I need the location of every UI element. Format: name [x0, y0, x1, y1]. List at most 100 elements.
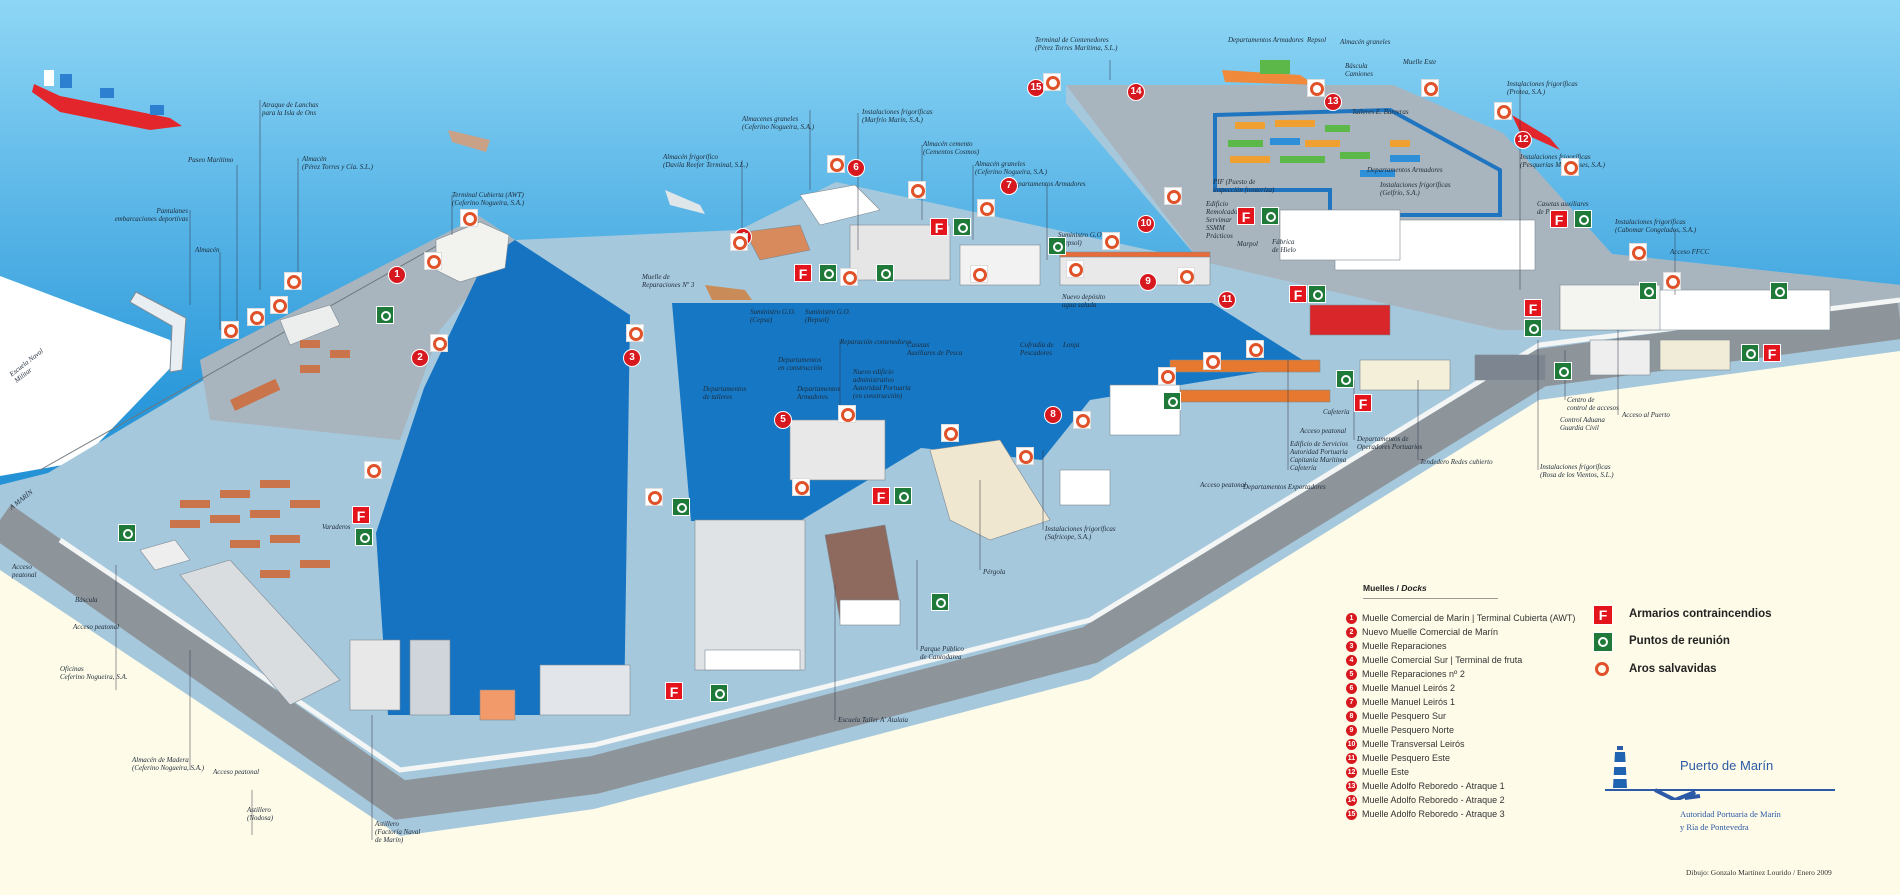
- dock-name: Muelle Este: [1362, 767, 1410, 777]
- map-label: Pérgola: [983, 568, 1006, 576]
- map-label: Suministro G.O. (Cepsa): [750, 308, 796, 324]
- assembly-point-icon: [1261, 207, 1279, 225]
- lifebuoy-icon: [1663, 272, 1681, 290]
- land-area: [0, 335, 1900, 895]
- assembly-point-icon: [672, 498, 690, 516]
- map-label: Varaderos: [322, 523, 351, 531]
- dock-number-badge: 4: [1346, 655, 1357, 667]
- assembly-point-icon: [1639, 282, 1657, 300]
- dock-number-marker: 11: [1218, 291, 1236, 309]
- lifebuoy-icon: [941, 424, 959, 442]
- left-quay: [200, 216, 515, 440]
- assembly-point-icon: [876, 264, 894, 282]
- map-label: Almacén frigorífico (Davila Reefer Termi…: [663, 153, 748, 169]
- dock-number-badge: 6: [1346, 683, 1357, 695]
- map-label: Edificio de Servicios Autoridad Portuari…: [1290, 440, 1348, 472]
- lifebuoy-icon: [1246, 340, 1264, 358]
- map-label: Almacén de Madera (Ceferino Nogueira, S.…: [132, 756, 205, 772]
- logo-name: Puerto de Marín: [1680, 758, 1774, 773]
- lifebuoy-icon: [221, 321, 239, 339]
- fire-cabinet-icon: F: [1354, 394, 1372, 412]
- assembly-point-icon: [1593, 632, 1613, 652]
- map-label: Lonja: [1063, 341, 1080, 349]
- map-label: Terminal Cubierta (AWT) (Ceferino Noguei…: [452, 191, 525, 207]
- dock-name: Muelle Adolfo Reboredo - Atraque 1: [1362, 781, 1505, 791]
- map-label: Muelle Este: [1403, 58, 1437, 66]
- lifebuoy-icon: [1043, 73, 1061, 91]
- map-label: Almacenes graneles (Ceferino Nogueira, S…: [742, 115, 815, 131]
- dock-number-badge: 2: [1346, 627, 1357, 639]
- fire-cabinet-icon: F: [665, 682, 683, 700]
- container-ship: [1222, 60, 1315, 85]
- map-label: Departamentos Armadores: [1010, 180, 1086, 188]
- legend-lifebuoy-label: Aros salvavidas: [1629, 663, 1717, 675]
- map-label: Instalaciones frigoríficas (Protea, S.A.…: [1507, 80, 1578, 96]
- map-label: Astillero (Nodosa): [247, 806, 274, 822]
- map-label: Almacén graneles (Ceferino Nogueira, S.A…: [975, 160, 1048, 176]
- lifebuoy-icon: [1203, 352, 1221, 370]
- lifebuoy-icon: [1016, 447, 1034, 465]
- assembly-point-icon: [118, 524, 136, 542]
- dock-name: Muelle Adolfo Reboredo - Atraque 3: [1362, 809, 1505, 819]
- map-label: Oficinas Ceferino Nogueira, S.A.: [60, 665, 128, 681]
- assembly-point-icon: [1048, 237, 1066, 255]
- assembly-point-icon: [931, 593, 949, 611]
- assembly-point-icon: [355, 528, 373, 546]
- dock-number-badge: 1: [1346, 613, 1357, 625]
- assembly-point-icon: [1770, 282, 1788, 300]
- map-label: Acceso peatonal: [73, 623, 120, 631]
- map-label: Terminal de Contenedores (Pérez Torres M…: [1035, 36, 1118, 52]
- ferry: [448, 130, 490, 152]
- lifebuoy-icon: [424, 252, 442, 270]
- assembly-point-icon: [1336, 370, 1354, 388]
- dock-name: Muelle Comercial Sur | Terminal de fruta: [1362, 655, 1523, 665]
- map-label: Departamentos de Operadores Portuarios: [1357, 435, 1423, 451]
- lifebuoy-icon: [645, 488, 663, 506]
- map-label: Acceso FFCC: [1670, 248, 1710, 256]
- assembly-point-icon: [953, 218, 971, 236]
- railway: [39, 221, 480, 471]
- dock-number-marker: 6: [847, 159, 865, 177]
- escuela-naval-land: [0, 276, 178, 476]
- fire-cabinet-icon: F: [1763, 344, 1781, 362]
- legend-fire-label: Armarios contraincendios: [1629, 608, 1772, 620]
- dock-name: Nuevo Muelle Comercial de Marín: [1362, 627, 1499, 637]
- dock-number-badge: 13: [1346, 781, 1357, 793]
- dock-name: Muelle Reparaciones: [1362, 641, 1447, 651]
- lifebuoy-icon: [1158, 367, 1176, 385]
- fire-cabinet-icon: F: [1237, 207, 1255, 225]
- dock-number-marker: 1: [388, 266, 406, 284]
- legend-assembly-label: Puntos de reunión: [1629, 635, 1730, 647]
- map-label: Talleres E. Barreras: [1352, 108, 1409, 116]
- map-label: Instalaciones frigoríficas (Safricope, S…: [1045, 525, 1116, 541]
- lifebuoy-icon: [1629, 243, 1647, 261]
- dock-number-badge: 7: [1346, 697, 1357, 709]
- dock-number-marker: 8: [1044, 406, 1062, 424]
- lifebuoy-icon: [1102, 232, 1120, 250]
- map-label: Atraque de Lanchas para la Isla de Ons: [262, 101, 319, 117]
- legend-title-en: Docks: [1401, 583, 1427, 593]
- cargo-ship: [32, 70, 182, 130]
- map-label: Nuevo edificio administrativo Autoridad …: [853, 368, 911, 400]
- assembly-point-icon: [1524, 319, 1542, 337]
- dock-name: Muelle Transversal Leirós: [1362, 739, 1465, 749]
- assembly-point-icon: [894, 487, 912, 505]
- map-label: Fábrica de Hielo: [1272, 238, 1296, 254]
- lifebuoy-icon: [1177, 267, 1195, 285]
- dock-name: Muelle Adolfo Reboredo - Atraque 2: [1362, 795, 1505, 805]
- lifebuoy-icon: [1494, 102, 1512, 120]
- dock-number-badge: 5: [1346, 669, 1357, 681]
- lifebuoy-icon: [1307, 79, 1325, 97]
- map-label: Suministro G.O. (Repsol): [805, 308, 851, 324]
- map-label: Acceso peatonal: [1200, 481, 1247, 489]
- dock-number-marker: 2: [411, 349, 429, 367]
- map-label: Departamentos Armadores: [797, 385, 841, 401]
- legend-dock-item: 2 Nuevo Muelle Comercial de Marín: [1346, 627, 1498, 640]
- map-label: Almacén: [195, 246, 220, 254]
